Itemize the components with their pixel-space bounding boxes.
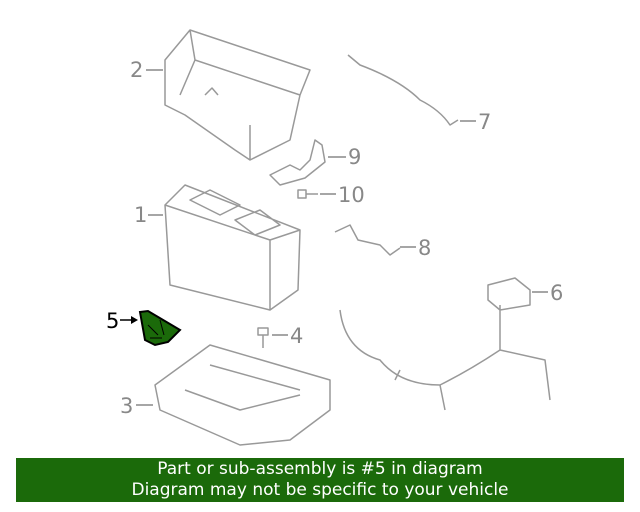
part-10-bolt[interactable] — [297, 189, 318, 199]
callout-1: 1 — [134, 203, 147, 227]
part-3-battery-tray[interactable] — [154, 344, 331, 446]
banner-line-2: Diagram may not be specific to your vehi… — [131, 480, 509, 500]
callout-5: 5 — [106, 309, 119, 333]
part-6-wiring-harness[interactable] — [339, 277, 551, 411]
banner-line-1: Part or sub-assembly is #5 in diagram — [157, 459, 483, 479]
part-2-battery-cover[interactable] — [164, 29, 311, 161]
callout-8: 8 — [418, 236, 431, 260]
part-9-sensor-bracket[interactable] — [269, 139, 326, 186]
callout-9: 9 — [348, 145, 361, 169]
part-7-negative-cable[interactable] — [347, 54, 459, 126]
part-5-bracket[interactable] — [138, 309, 182, 347]
callout-3: 3 — [120, 394, 133, 418]
part-4-bolt[interactable] — [257, 327, 269, 348]
callout-4: 4 — [290, 324, 303, 348]
callout-2: 2 — [130, 58, 143, 82]
callout-10: 10 — [338, 183, 365, 207]
callout-6: 6 — [550, 281, 563, 305]
callout-7: 7 — [478, 110, 491, 134]
part-1-battery[interactable] — [164, 184, 301, 311]
info-banner: Part or sub-assembly is #5 in diagram Di… — [16, 458, 624, 502]
part-8-cable-bracket[interactable] — [334, 224, 401, 256]
